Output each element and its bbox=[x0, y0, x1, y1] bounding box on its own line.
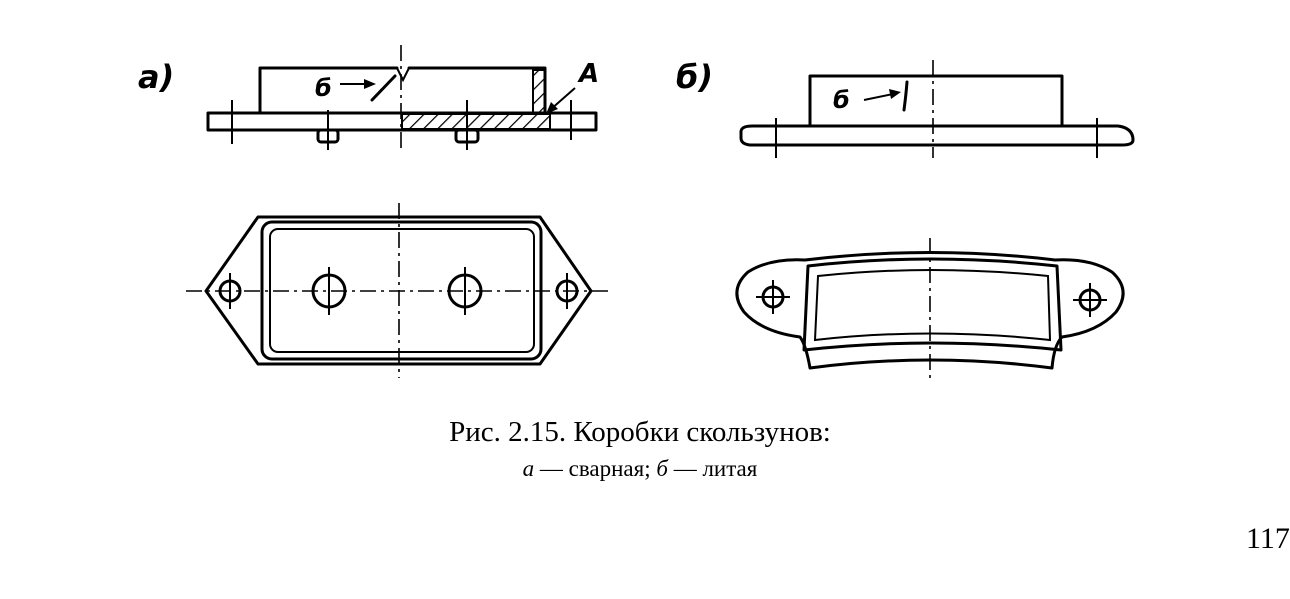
box-body-right bbox=[407, 66, 547, 115]
cast-flange-outline bbox=[735, 251, 1125, 370]
leader-b-diag bbox=[370, 74, 397, 102]
wall-section-hatch bbox=[532, 69, 546, 114]
arrowhead-b-left bbox=[364, 79, 376, 89]
label-view-b: б) bbox=[676, 58, 713, 96]
plate-section-hatch bbox=[401, 113, 551, 130]
cast-base-flange bbox=[739, 124, 1135, 147]
arrowhead-a bbox=[546, 102, 558, 114]
leader-b-right bbox=[863, 93, 894, 101]
weld-notch bbox=[396, 67, 410, 83]
caption-letter-a: а bbox=[522, 456, 535, 481]
caption-text-b: — литая bbox=[667, 456, 758, 481]
flange-outline bbox=[204, 215, 593, 366]
cast-box-plan-view bbox=[735, 238, 1125, 380]
caption-text-a: — сварная; bbox=[534, 456, 657, 481]
cast-box-side-view bbox=[739, 60, 1135, 158]
welded-box-side-view bbox=[206, 45, 598, 152]
welded-box-plan-view bbox=[186, 203, 612, 378]
label-weld-b-left: б bbox=[315, 74, 332, 102]
cast-box-outer-rim bbox=[802, 257, 1063, 352]
label-view-a: а) bbox=[138, 58, 174, 96]
label-weld-b-right: б bbox=[833, 86, 850, 114]
page-number: 117 bbox=[1246, 522, 1290, 555]
caption-letter-b: б bbox=[656, 456, 668, 481]
figure-caption-legend: а — сварная; б — литая bbox=[300, 456, 980, 482]
figure-caption-title: Рис. 2.15. Коробки скользунов: bbox=[449, 416, 831, 448]
label-weld-a: А bbox=[577, 59, 599, 89]
cast-box-inner-rim bbox=[813, 269, 1052, 342]
cast-box-body bbox=[808, 74, 1064, 128]
box-body-left bbox=[258, 66, 399, 115]
arrowhead-b-right bbox=[889, 89, 901, 99]
cast-seam bbox=[902, 80, 909, 112]
